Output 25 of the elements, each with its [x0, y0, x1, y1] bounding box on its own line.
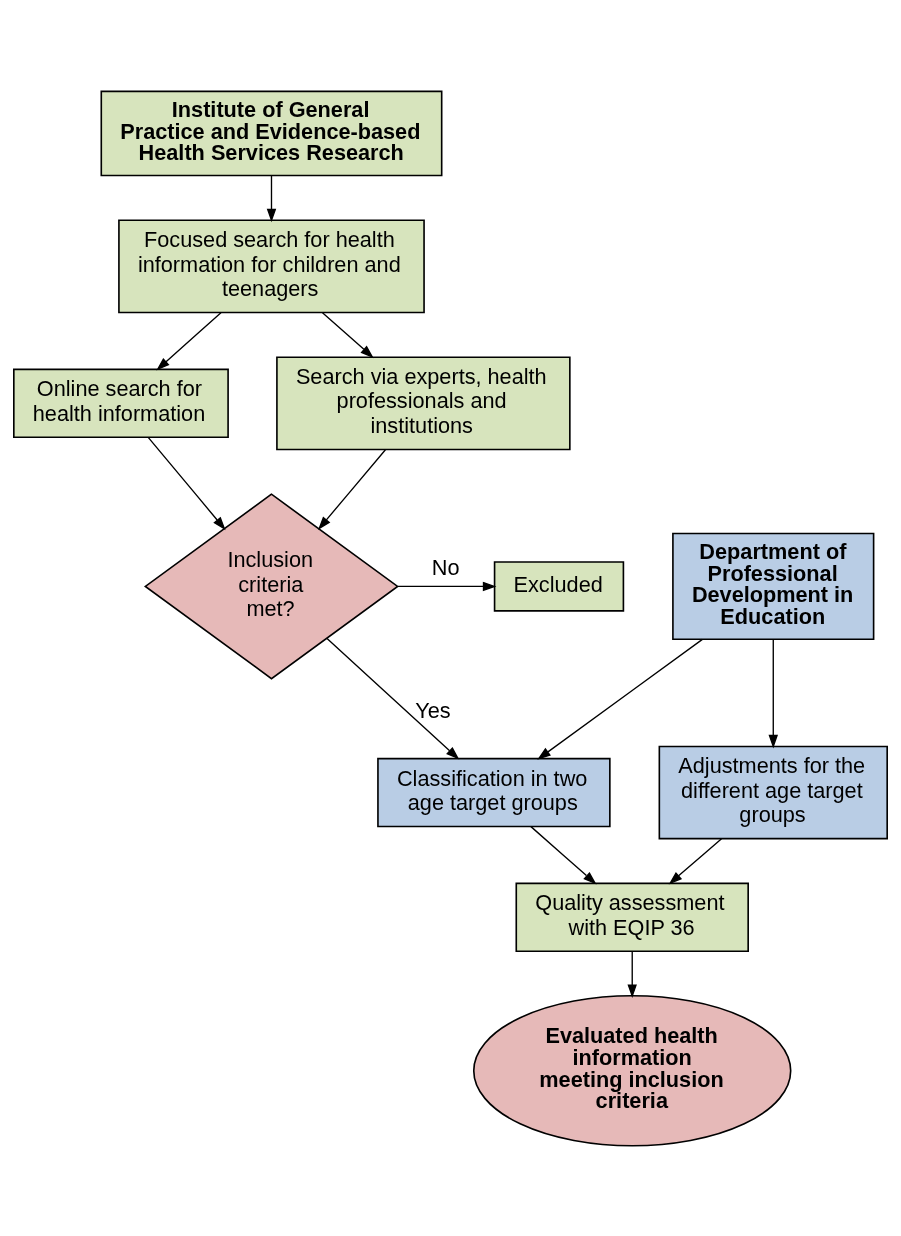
arrow	[668, 837, 723, 884]
arrow	[266, 174, 277, 222]
node-box: Department of Professional Development in Education	[672, 532, 875, 640]
node-box: Focused search for health information for children and teenagers	[118, 218, 425, 313]
arrow	[147, 436, 226, 530]
arrow	[768, 638, 778, 748]
node-box: Search via experts, health professionals and institutions	[276, 355, 571, 450]
node-box: Online search for health information	[13, 368, 229, 438]
arrow	[537, 638, 704, 760]
node-box: Adjustments for the different age target groups	[658, 745, 888, 839]
edge-label: Yes	[415, 697, 451, 723]
node-box: Classification in two age target groups	[377, 757, 611, 827]
arrow	[397, 581, 497, 591]
node-diamond: Inclusion criteria met?	[144, 492, 399, 680]
arrow	[317, 448, 387, 530]
arrow	[326, 637, 460, 760]
node-ellipse: Evaluated health information meeting inclusion criteria	[472, 994, 792, 1147]
edge-label: No	[431, 554, 460, 580]
arrow	[321, 311, 374, 358]
arrow	[627, 950, 637, 998]
arrow	[530, 825, 597, 885]
node-box: Quality assessment with EQIP 36	[515, 882, 749, 952]
node-box: Excluded	[493, 560, 625, 612]
node-box: Institute of General Practice and Evidence-based Health Services Research	[100, 90, 443, 176]
arrow	[156, 311, 222, 370]
